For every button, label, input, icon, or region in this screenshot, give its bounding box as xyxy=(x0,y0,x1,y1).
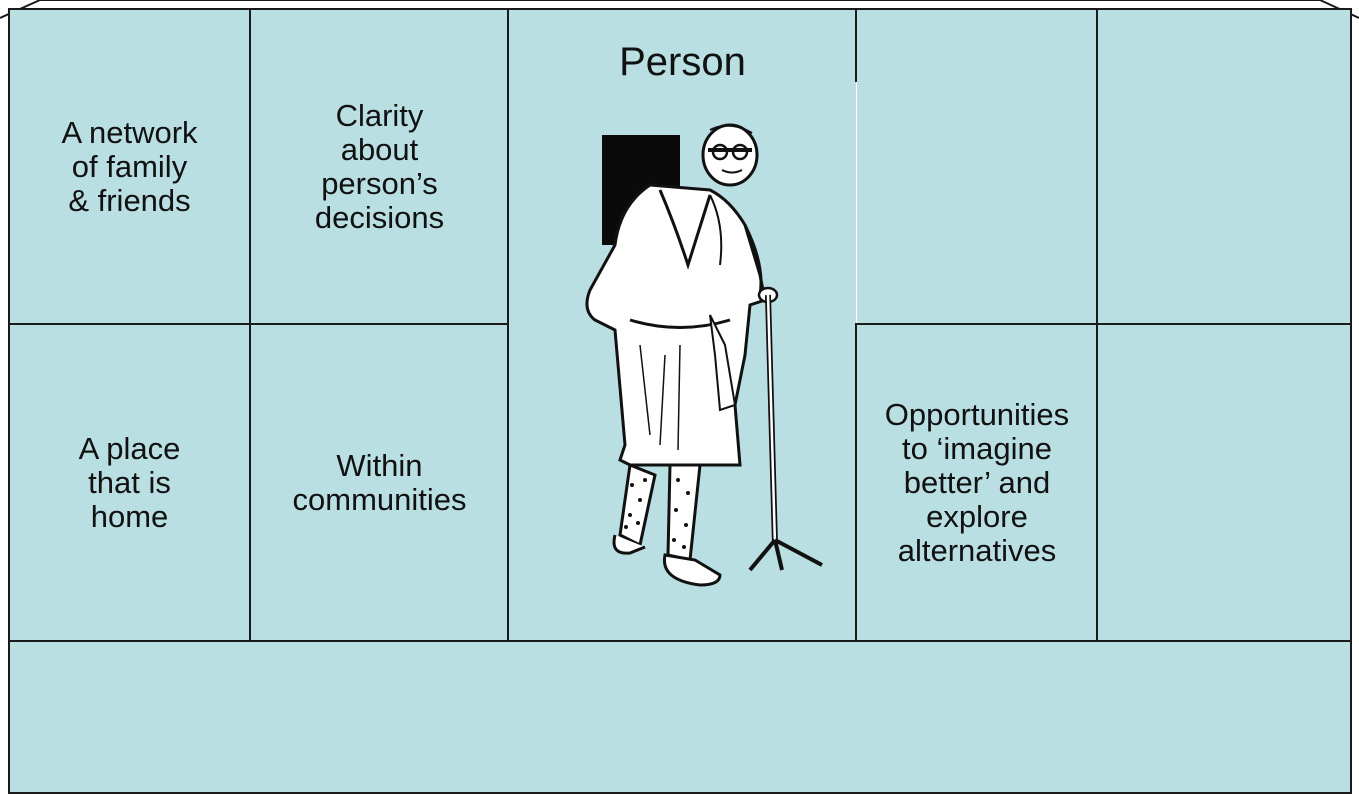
divider-h-footer xyxy=(8,640,1352,642)
outer-border-right xyxy=(1350,8,1352,794)
outer-border-bottom xyxy=(8,792,1352,794)
cell-opportunities: Opportunities to ‘imagine better’ and ex… xyxy=(857,325,1097,641)
elderly-man-with-cane-icon xyxy=(585,123,823,587)
divider-v1 xyxy=(249,8,251,642)
cell-network-of-family-friends: A network of family & friends xyxy=(9,9,250,324)
cell-label: Within communities xyxy=(292,448,467,517)
outer-border-top xyxy=(8,8,1352,10)
cell-within-communities: Within communities xyxy=(251,325,508,641)
cell-label: A network of family & friends xyxy=(61,114,198,218)
divider-v2 xyxy=(507,8,509,642)
cell-top-right-b xyxy=(1098,9,1350,324)
divider-h-left xyxy=(8,323,509,325)
cell-bottom-right-b xyxy=(1098,325,1350,641)
cell-place-that-is-home: A place that is home xyxy=(9,325,250,641)
person-title: Person xyxy=(619,40,746,84)
cell-label: Opportunities to ‘imagine better’ and ex… xyxy=(884,397,1070,568)
divider-h-right xyxy=(855,323,1352,325)
cell-label: A place that is home xyxy=(78,431,181,534)
divider-v4 xyxy=(1096,8,1098,642)
cell-footer xyxy=(9,642,1350,794)
cell-clarity-about-decisions: Clarity about person’s decisions xyxy=(251,9,508,324)
divider-v3-upper xyxy=(855,8,857,82)
cell-label: Clarity about person’s decisions xyxy=(314,97,445,235)
cell-top-right-a xyxy=(857,9,1097,324)
divider-v3-lower xyxy=(855,325,857,642)
outer-border-left xyxy=(8,8,10,794)
